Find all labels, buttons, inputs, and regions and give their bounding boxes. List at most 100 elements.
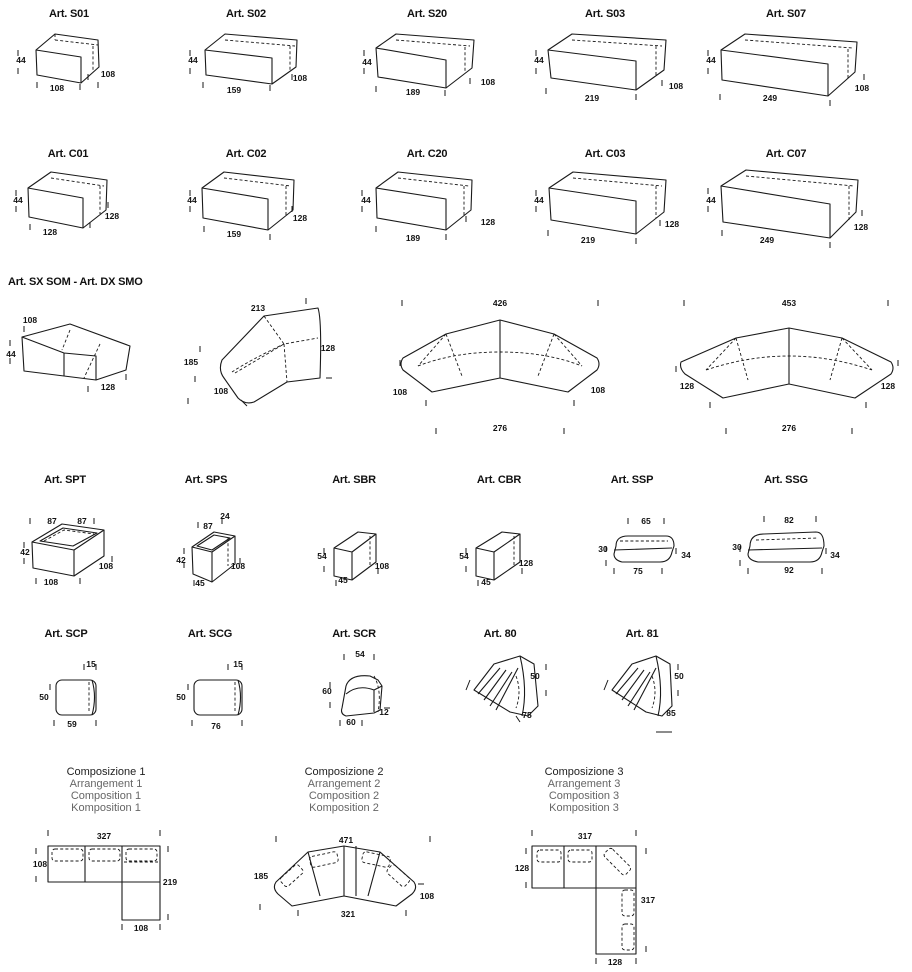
- drawing-curve-2: [399, 300, 600, 434]
- dim-c02-height: 44: [187, 195, 197, 205]
- title-sps: Art. SPS: [184, 474, 228, 486]
- dim-composition-2-width: 471: [338, 835, 354, 845]
- dim-corner-plan-right: 128: [320, 343, 336, 353]
- drawing-spt: [23, 518, 113, 584]
- dim-ssg-top: 82: [784, 515, 794, 525]
- drawing-c01: [15, 171, 109, 230]
- drawing-s02: [189, 33, 298, 91]
- dim-ssp-depth: 34: [681, 550, 691, 560]
- dim-art-81-width: 85: [666, 708, 676, 718]
- composition-2-heading: Composizione 2 Arrangement 2 Composition…: [305, 766, 384, 814]
- dim-corner-iso-height: 44: [6, 349, 16, 359]
- dim-curve-2-right: 108: [590, 385, 606, 395]
- dim-c01-height: 44: [13, 195, 23, 205]
- dim-corner-iso-depth: 108: [22, 315, 38, 325]
- composition-3-line-fr: Composition 3: [548, 790, 620, 802]
- dim-sps-height: 42: [176, 555, 186, 565]
- dim-s20-width: 189: [405, 87, 421, 97]
- dim-composition-2-height: 185: [253, 871, 269, 881]
- composition-3-line-de: Komposition 3: [549, 802, 619, 814]
- composition-3-line-it: Composizione 3: [544, 766, 624, 778]
- drawing-cbr: [465, 531, 523, 586]
- dim-ssp-top: 65: [641, 516, 651, 526]
- drawing-sps: [183, 518, 241, 586]
- dim-curve-2-left: 108: [392, 387, 408, 397]
- dim-s01-height: 44: [16, 55, 26, 65]
- dim-s03-height: 44: [534, 55, 544, 65]
- composition-3-line-en: Arrangement 3: [547, 778, 621, 790]
- dim-sps-top-narrow: 24: [220, 511, 230, 521]
- dim-s07-depth: 108: [854, 83, 870, 93]
- drawing-c07: [707, 169, 863, 248]
- dim-s02-depth: 108: [292, 73, 308, 83]
- title-s20: Art. S20: [407, 8, 447, 20]
- dim-composition-2-bottom: 321: [340, 909, 356, 919]
- dim-scr-top: 54: [355, 649, 365, 659]
- dim-curve-2-top: 426: [492, 298, 508, 308]
- title-spt: Art. SPT: [44, 474, 86, 486]
- drawing-scp: [49, 664, 97, 726]
- dim-spt-top-left: 87: [47, 516, 57, 526]
- title-sbr: Art. SBR: [332, 474, 376, 486]
- dim-s03-width: 219: [584, 93, 600, 103]
- dim-composition-3-bottom-depth: 128: [607, 957, 623, 967]
- drawing-c02: [189, 171, 295, 240]
- dim-s01-depth: 108: [100, 69, 116, 79]
- dim-spt-width: 108: [43, 577, 59, 587]
- drawing-composition-3: [525, 830, 647, 964]
- drawing-composition-1: [35, 830, 169, 930]
- title-scr: Art. SCR: [332, 628, 376, 640]
- dim-c02-width: 159: [226, 229, 242, 239]
- dim-corner-plan-top: 213: [250, 303, 266, 313]
- dim-ssg-depth: 34: [830, 550, 840, 560]
- dim-ssp-width: 75: [633, 566, 643, 576]
- dim-c20-height: 44: [361, 195, 371, 205]
- composition-1-line-it: Composizione 1: [66, 766, 146, 778]
- dim-s01-width: 108: [49, 83, 65, 93]
- dim-sps-top-wide: 87: [203, 521, 213, 531]
- dim-spt-depth: 108: [98, 561, 114, 571]
- dim-composition-1-width: 327: [96, 831, 112, 841]
- dim-cbr-width: 45: [481, 577, 491, 587]
- dim-c02-depth: 128: [292, 213, 308, 223]
- title-c01: Art. C01: [47, 148, 89, 160]
- dim-composition-3-length: 317: [640, 895, 656, 905]
- dim-corner-plan-depth: 108: [213, 386, 229, 396]
- dim-composition-3-width: 317: [577, 831, 593, 841]
- dim-scp-width: 59: [67, 719, 77, 729]
- dim-c07-height: 44: [706, 195, 716, 205]
- dim-scr-width: 60: [346, 717, 356, 727]
- dim-art-80-height: 50: [530, 671, 540, 681]
- drawing-curve-3: [675, 300, 899, 434]
- dim-s07-height: 44: [706, 55, 716, 65]
- title-s02: Art. S02: [226, 8, 266, 20]
- dim-s20-height: 44: [362, 57, 372, 67]
- dim-s20-depth: 108: [480, 77, 496, 87]
- dim-corner-iso-width: 128: [100, 382, 116, 392]
- drawing-scr: [329, 654, 390, 726]
- composition-3-heading: Composizione 3 Arrangement 3 Composition…: [545, 766, 624, 814]
- dim-sbr-height: 54: [317, 551, 327, 561]
- dim-cbr-depth: 128: [518, 558, 534, 568]
- dim-spt-height: 42: [20, 547, 30, 557]
- dim-art-81-height: 50: [674, 671, 684, 681]
- dim-ssp-height: 30: [598, 544, 608, 554]
- dim-c03-height: 44: [534, 195, 544, 205]
- dim-curve-3-left: 128: [679, 381, 695, 391]
- drawing-corner-iso: [9, 323, 131, 392]
- title-s03: Art. S03: [585, 8, 625, 20]
- dim-scg-height: 50: [176, 692, 186, 702]
- composition-1-heading: Composizione 1 Arrangement 1 Composition…: [67, 766, 146, 814]
- dim-corner-plan-left: 185: [183, 357, 199, 367]
- title-ssp: Art. SSP: [610, 474, 654, 486]
- dim-c03-depth: 128: [664, 219, 680, 229]
- dim-scr-height: 60: [322, 686, 332, 696]
- dim-ssg-height: 30: [732, 542, 742, 552]
- drawing-sbr: [323, 531, 379, 586]
- drawing-art-80: [465, 655, 547, 723]
- dim-spt-top-right: 87: [77, 516, 87, 526]
- title-s07: Art. S07: [766, 8, 806, 20]
- dim-c20-depth: 128: [480, 217, 496, 227]
